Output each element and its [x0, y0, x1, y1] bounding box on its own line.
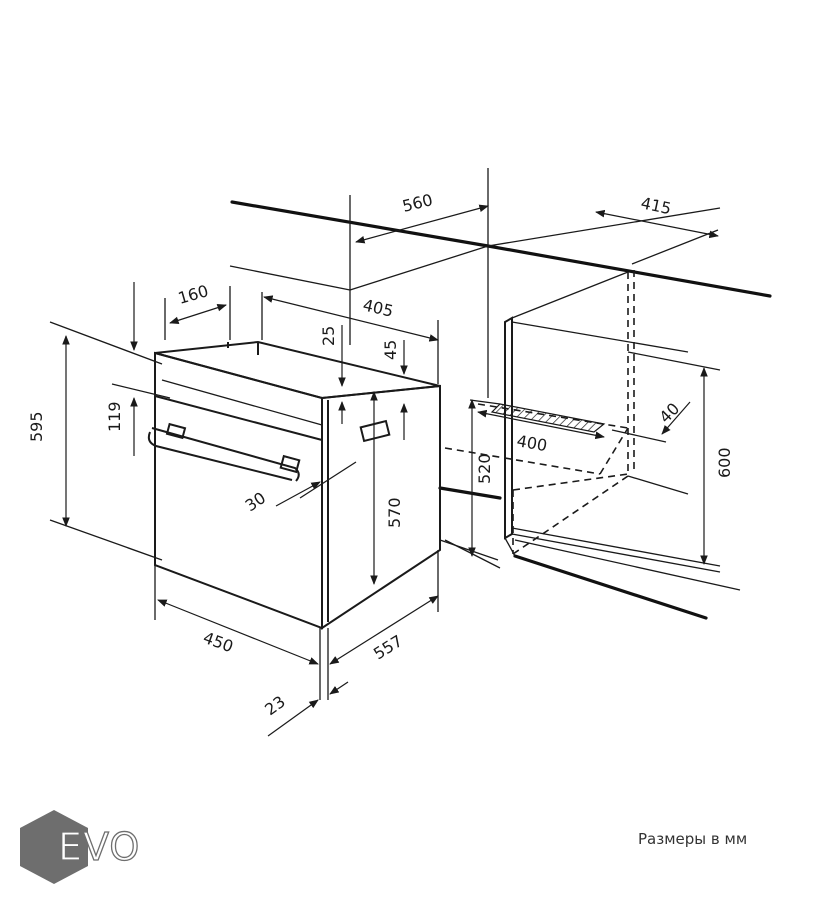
oven-body [147, 340, 441, 630]
dimension-lines [49, 204, 721, 737]
dim-160: 160 [176, 281, 211, 308]
dim-25: 25 [319, 326, 338, 346]
logo-wordmark: EVO [58, 825, 140, 869]
cabinet-niche [229, 168, 772, 620]
dim-570: 570 [385, 497, 404, 528]
dim-415: 415 [639, 193, 673, 218]
dim-600: 600 [715, 447, 734, 478]
dim-30: 30 [242, 488, 270, 515]
dim-560: 560 [400, 190, 434, 216]
logo-hexagon [20, 810, 88, 884]
dim-405: 405 [361, 295, 395, 320]
dim-520: 520 [475, 453, 494, 484]
dim-40: 40 [655, 399, 683, 427]
dim-450: 450 [201, 628, 236, 656]
dim-119: 119 [105, 401, 124, 432]
dim-400: 400 [515, 431, 548, 455]
dim-45: 45 [381, 340, 400, 360]
dim-23: 23 [261, 692, 289, 719]
dim-595: 595 [27, 411, 46, 442]
units-caption: Размеры в мм [638, 830, 748, 848]
evo-logo: EVO [20, 810, 140, 884]
